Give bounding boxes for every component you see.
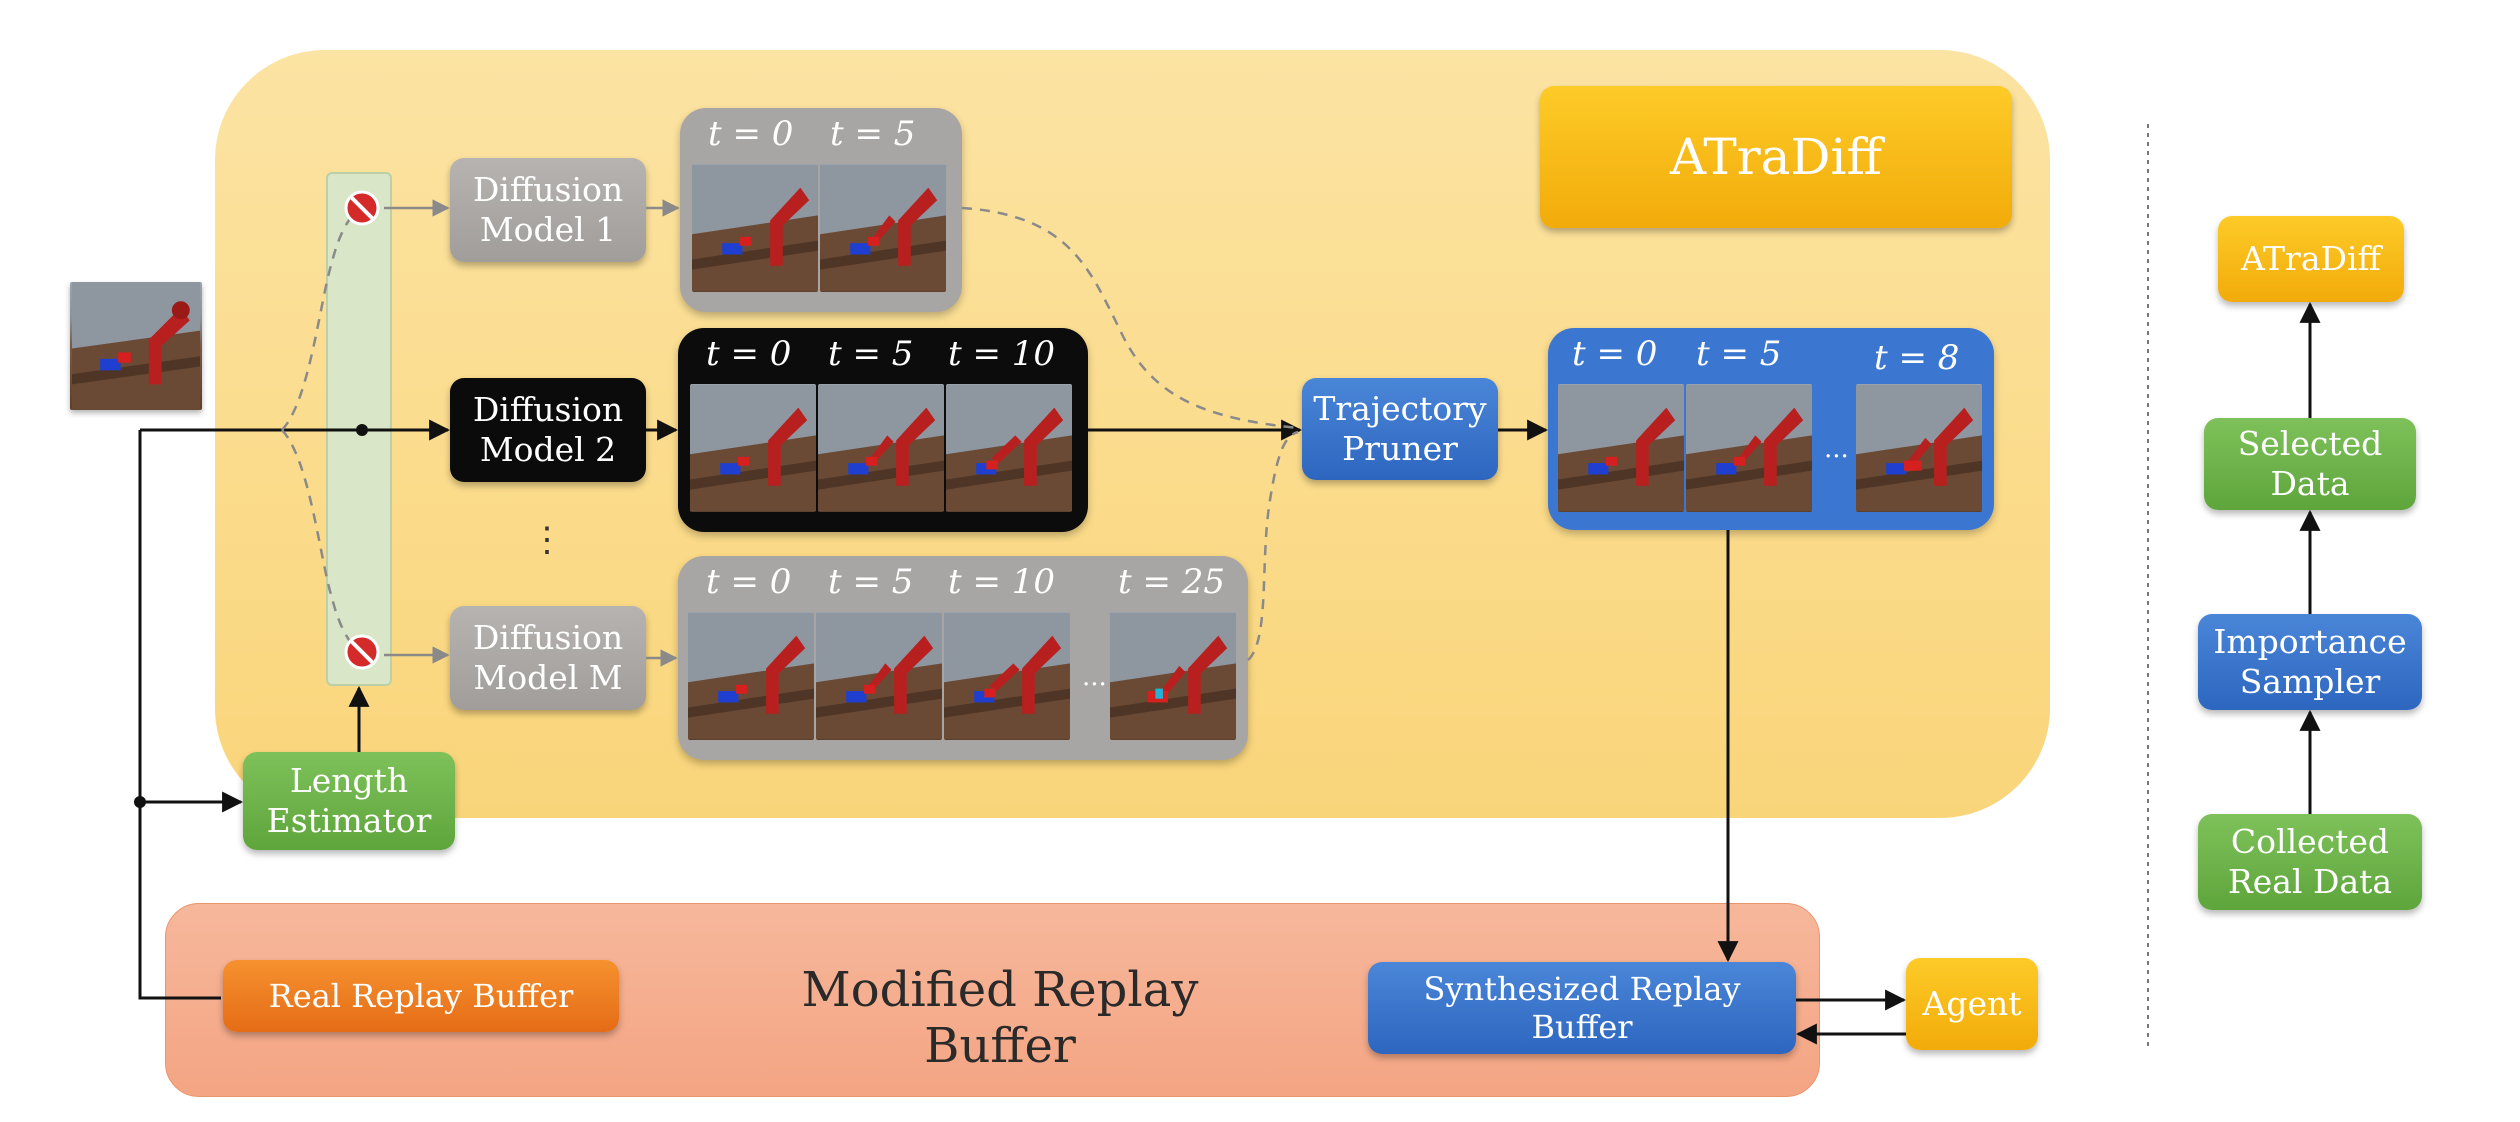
trajectory-frame bbox=[816, 612, 942, 740]
trajectory-panel-m: t = 0 t = 5 t = 10 t = 25 ... bbox=[678, 556, 1248, 760]
trajectory-frame bbox=[818, 384, 944, 512]
trajectory-frame bbox=[1110, 612, 1236, 740]
trajectory-panel-1: t = 0 t = 5 bbox=[680, 108, 962, 312]
time-label: t = 5 bbox=[828, 562, 914, 602]
real-buffer-to-input-line bbox=[138, 430, 221, 1000]
diffusion-model-2[interactable]: Diffusion Model 2 bbox=[450, 378, 646, 482]
robot-arm-icon bbox=[72, 282, 200, 410]
side-atradiff: ATraDiff bbox=[2218, 216, 2404, 302]
time-label: t = 0 bbox=[1572, 334, 1658, 374]
panel-1-to-pruner-dashed bbox=[961, 206, 1299, 430]
diffusion-model-m[interactable]: Diffusion Model M bbox=[450, 606, 646, 710]
time-label: t = 8 bbox=[1874, 338, 1960, 378]
time-label: t = 5 bbox=[1696, 334, 1782, 374]
trajectory-frame bbox=[1558, 384, 1684, 512]
trajectory-pruner[interactable]: Trajectory Pruner bbox=[1302, 378, 1498, 480]
trajectory-frame bbox=[692, 164, 818, 292]
selected-trajectory-panel: t = 0 t = 5 t = 8 ... bbox=[1548, 328, 1994, 530]
trajectory-frame bbox=[688, 612, 814, 740]
length-estimator[interactable]: Length Estimator bbox=[243, 752, 455, 850]
atradiff-title: ATraDiff bbox=[1669, 128, 1883, 186]
trajectory-frame bbox=[944, 612, 1070, 740]
side-collected-real-data: Collected Real Data bbox=[2198, 814, 2422, 910]
panel-m-to-pruner-dashed bbox=[1247, 430, 1299, 661]
frame-ellipsis: ... bbox=[1824, 434, 1849, 464]
real-replay-buffer[interactable]: Real Replay Buffer bbox=[223, 960, 619, 1032]
trajectory-frame bbox=[946, 384, 1072, 512]
trajectory-frame bbox=[1686, 384, 1812, 512]
junction-dot bbox=[356, 424, 368, 436]
trajectory-panel-2: t = 0 t = 5 t = 10 bbox=[678, 328, 1088, 532]
agent[interactable]: Agent bbox=[1906, 958, 2038, 1050]
atradiff-title-box: ATraDiff bbox=[1540, 86, 2012, 228]
time-label: t = 5 bbox=[830, 114, 916, 154]
blocked-icon bbox=[344, 634, 380, 670]
dashed-branch-top bbox=[281, 206, 363, 431]
time-label: t = 0 bbox=[708, 114, 794, 154]
dashed-branch-bottom bbox=[281, 429, 363, 654]
time-label: t = 10 bbox=[948, 334, 1056, 374]
side-selected-data: Selected Data bbox=[2204, 418, 2416, 510]
trajectory-frame bbox=[690, 384, 816, 512]
input-observation-image bbox=[70, 282, 202, 410]
trajectory-frame bbox=[820, 164, 946, 292]
trajectory-frame bbox=[1856, 384, 1982, 512]
time-label: t = 0 bbox=[706, 562, 792, 602]
time-label: t = 5 bbox=[828, 334, 914, 374]
time-label: t = 0 bbox=[706, 334, 792, 374]
synthesized-replay-buffer[interactable]: Synthesized Replay Buffer bbox=[1368, 962, 1796, 1054]
blocked-icon bbox=[344, 190, 380, 226]
modified-replay-buffer-title: Modified Replay Buffer bbox=[801, 962, 1199, 1074]
side-importance-sampler: Importance Sampler bbox=[2198, 614, 2422, 710]
frame-ellipsis: ... bbox=[1082, 662, 1107, 692]
time-label: t = 10 bbox=[948, 562, 1056, 602]
time-label: t = 25 bbox=[1118, 562, 1226, 602]
diffusion-model-1[interactable]: Diffusion Model 1 bbox=[450, 158, 646, 262]
